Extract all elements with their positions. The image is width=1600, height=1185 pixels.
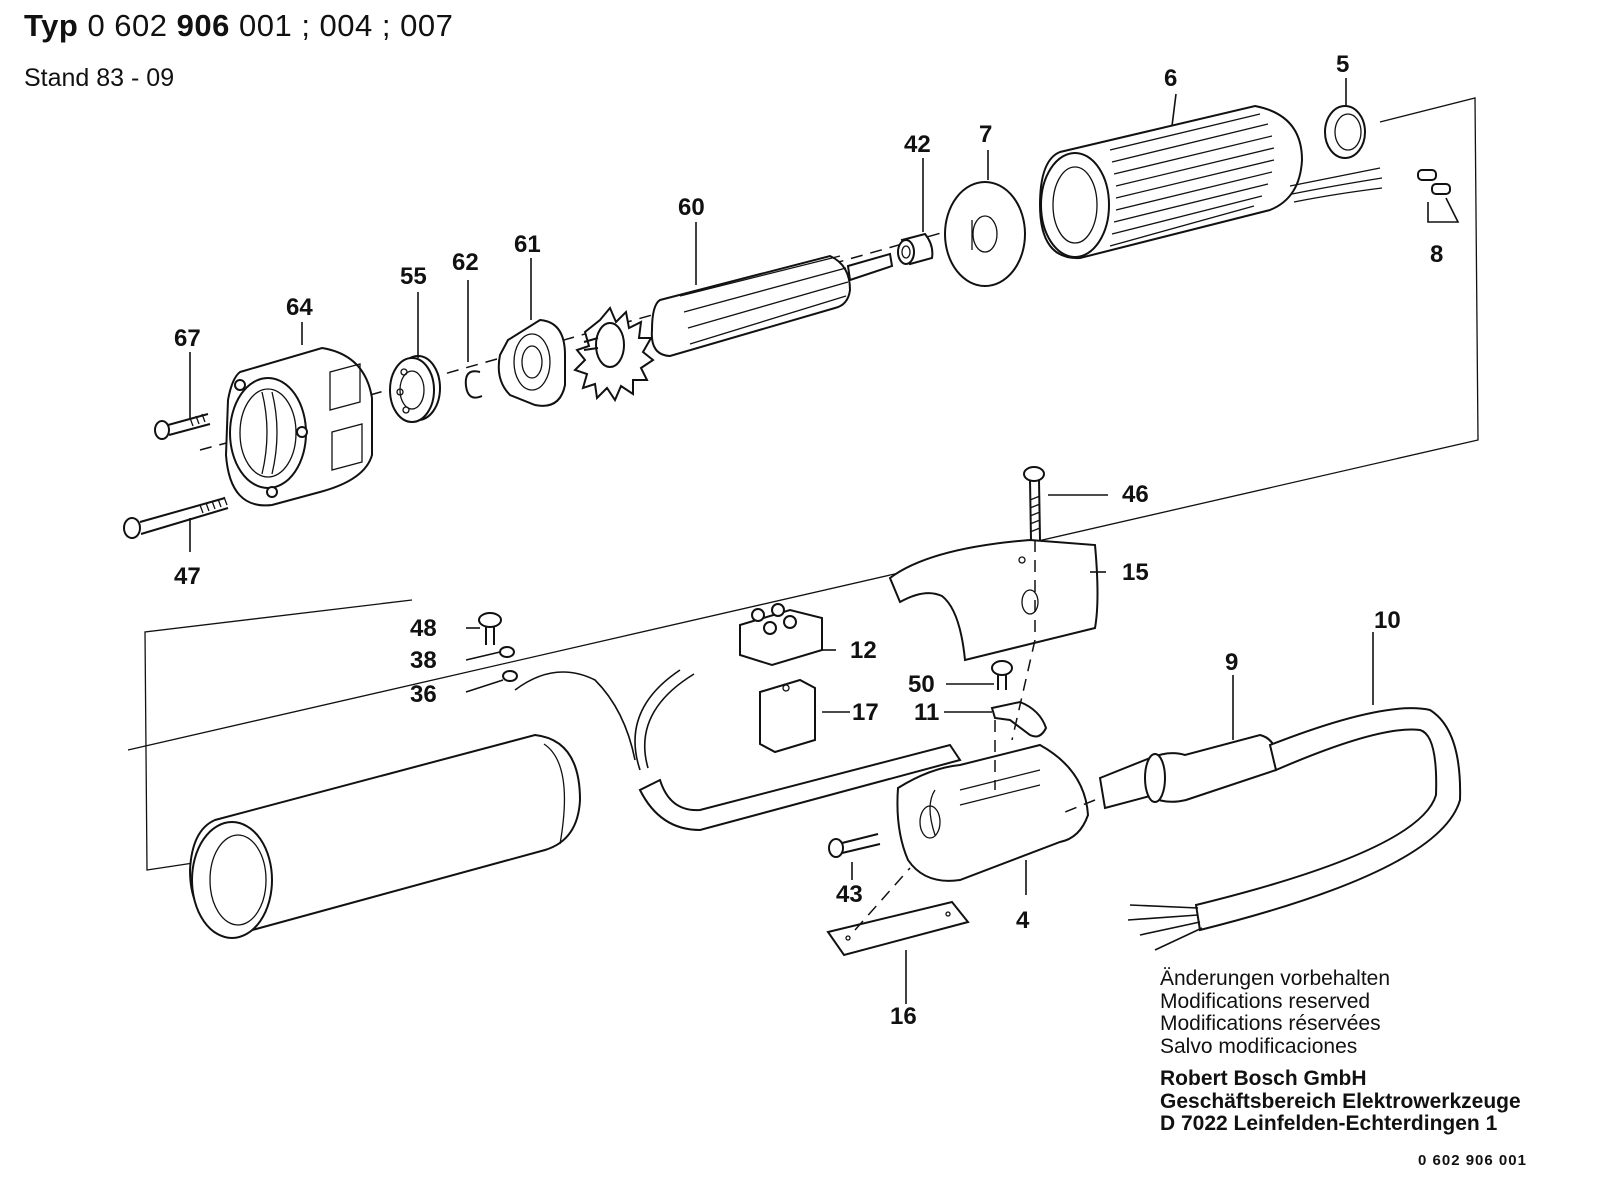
part-label-43: 43 (836, 881, 863, 908)
part-10-power-cable (1127, 707, 1462, 951)
part-label-8: 8 (1430, 241, 1443, 268)
part-label-10: 10 (1374, 607, 1401, 634)
part-label-5: 5 (1336, 51, 1349, 78)
part-label-64: 64 (286, 294, 313, 321)
part-6-field-winding (1038, 104, 1383, 260)
part-50-screw (991, 660, 1013, 690)
part-label-16: 16 (890, 1003, 917, 1030)
part-67-short-screw (154, 413, 211, 440)
part-label-17: 17 (852, 699, 879, 726)
part-label-6: 6 (1164, 65, 1177, 92)
part-5-ring (1324, 105, 1366, 159)
part-4-handle-housing (896, 743, 1090, 882)
type-label: Typ (24, 8, 79, 43)
type-number: 906 (176, 8, 230, 43)
part-17-insulating-clip (759, 678, 816, 754)
cable-channel (638, 743, 962, 832)
modification-notice: Änderungen vorbehalten Modifications res… (1160, 967, 1391, 1058)
part-36-washer (502, 670, 518, 682)
part-label-9: 9 (1225, 649, 1238, 676)
part-label-67: 67 (174, 325, 201, 352)
upper-assembly-frame (127, 97, 1479, 751)
part-64-nut-housing (224, 346, 373, 507)
notice-french: Modifications réservées (1160, 1012, 1381, 1035)
part-label-55: 55 (400, 263, 427, 290)
part-61-bearing-flange (497, 318, 566, 407)
part-38-washer (499, 646, 515, 658)
part-42-sleeve (897, 232, 934, 266)
part-label-7: 7 (979, 121, 992, 148)
part-label-46: 46 (1122, 481, 1149, 508)
part-9-strain-relief (1098, 733, 1278, 810)
part-label-15: 15 (1122, 559, 1149, 586)
lower-assembly-frame (144, 599, 413, 871)
part-label-61: 61 (514, 231, 541, 258)
part-label-47: 47 (174, 563, 201, 590)
notice-german: Änderungen vorbehalten (1160, 967, 1391, 990)
notice-spanish: Salvo modificaciones (1160, 1034, 1358, 1058)
part-8-cable-lugs (1417, 169, 1460, 223)
part-label-60: 60 (678, 194, 705, 221)
part-62-circlip (464, 370, 483, 399)
part-7-washer (944, 181, 1026, 287)
part-46-screw (1023, 466, 1045, 541)
part-label-42: 42 (904, 131, 931, 158)
type-variants: 001 ; 004 ; 007 (239, 8, 454, 43)
part-number-labels: 6 5 7 42 8 60 61 62 55 64 67 47 46 15 10… (174, 51, 1443, 1030)
part-43-screw (828, 833, 881, 858)
part-12-terminal-block (739, 603, 823, 667)
part-label-36: 36 (410, 681, 437, 708)
part-48-screw (478, 612, 502, 645)
revision-stand: Stand 83 - 09 (24, 64, 175, 92)
assembly-guides (854, 540, 1096, 931)
type-prefix: 0 602 (87, 8, 168, 43)
company-name: Robert Bosch GmbH (1160, 1067, 1367, 1090)
company-address: Robert Bosch GmbH Geschäftsbereich Elekt… (1160, 1067, 1521, 1136)
motor-housing-tube (188, 669, 695, 939)
notice-english: Modifications reserved (1160, 989, 1371, 1013)
part-11-cable-clamp (990, 700, 1048, 738)
part-60-armature (573, 252, 894, 403)
part-15-cover (888, 538, 1099, 662)
part-55-ball-bearing (389, 355, 441, 423)
company-location: D 7022 Leinfelden-Echterdingen 1 (1160, 1112, 1498, 1135)
part-16-rating-plate (826, 900, 970, 957)
leader-lines (189, 78, 1374, 1004)
part-label-48: 48 (410, 615, 437, 642)
type-heading: Typ 0 602 906 001 ; 004 ; 007 (24, 8, 453, 44)
part-label-50: 50 (908, 671, 935, 698)
document-number: 0 602 906 001 (1418, 1152, 1527, 1169)
part-label-11: 11 (914, 699, 939, 726)
part-label-62: 62 (452, 249, 479, 276)
part-label-12: 12 (850, 637, 877, 664)
part-47-long-screw (123, 496, 229, 539)
part-label-4: 4 (1016, 907, 1030, 934)
part-label-38: 38 (410, 647, 437, 674)
company-division: Geschäftsbereich Elektrowerkzeuge (1160, 1089, 1521, 1113)
